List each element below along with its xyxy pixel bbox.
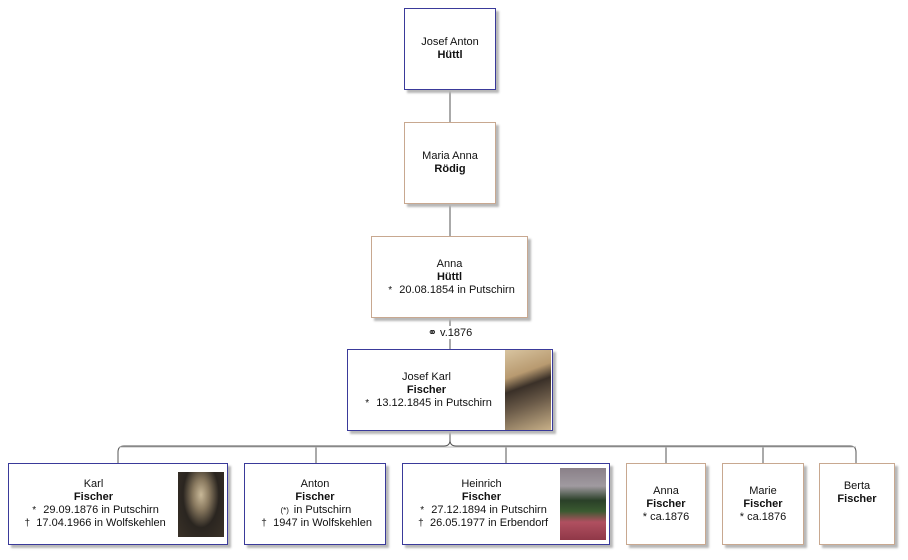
- death-info: 1947 in Wolfskehlen: [273, 517, 372, 529]
- surname: Fischer: [461, 491, 502, 503]
- birth-icon: *: [420, 505, 425, 516]
- given-name: Anna: [436, 257, 463, 270]
- birth-icon: *: [365, 397, 370, 409]
- birth-icon: *: [642, 510, 648, 523]
- surname: Fischer: [295, 491, 335, 503]
- given-name: Marie: [749, 484, 777, 497]
- surname: Fischer: [743, 497, 783, 510]
- marriage-label: ⚭ v.1876: [420, 326, 480, 339]
- marriage-date: v.1876: [440, 327, 473, 339]
- given-name: Berta: [843, 480, 871, 492]
- death-info: 17.04.1966 in Wolfskehlen: [36, 517, 166, 529]
- death-icon: †: [24, 518, 31, 529]
- surname: Fischer: [646, 497, 686, 510]
- surname: Rödig: [434, 163, 466, 175]
- surname: Fischer: [837, 493, 877, 505]
- surname: Hüttl: [437, 49, 463, 61]
- surname: Fischer: [406, 383, 447, 396]
- birth-info: 13.12.1845 in Putschirn: [376, 396, 492, 409]
- birth-icon: *: [32, 505, 37, 516]
- birth-icon: *: [739, 510, 745, 523]
- death-icon: †: [418, 518, 424, 529]
- birth-info: 20.08.1854 in Putschirn: [399, 283, 515, 296]
- given-name: Anton: [300, 478, 330, 490]
- marriage-rings-icon: ⚭: [427, 327, 437, 339]
- death-icon: †: [261, 518, 267, 529]
- birth-icon: *: [388, 284, 393, 296]
- birth-info: ca.1876: [650, 510, 690, 523]
- baptism-info: in Putschirn: [293, 504, 352, 516]
- given-name: Karl: [83, 478, 104, 490]
- given-name: Maria Anna: [422, 150, 478, 162]
- birth-info: 27.12.1894 in Putschirn: [431, 504, 547, 516]
- death-info: 26.05.1977 in Erbendorf: [430, 517, 549, 529]
- birth-info: 29.09.1876 in Putschirn: [43, 504, 159, 516]
- given-name: Josef Anton: [421, 36, 479, 48]
- given-name: Heinrich: [461, 478, 502, 490]
- surname: Fischer: [73, 491, 114, 503]
- person-photo[interactable]: [505, 350, 551, 430]
- given-name: Josef Karl: [402, 370, 451, 383]
- surname: Hüttl: [436, 270, 463, 283]
- birth-info: ca.1876: [747, 510, 787, 523]
- gravestone-photo[interactable]: [560, 468, 606, 540]
- person-photo[interactable]: [178, 471, 224, 537]
- given-name: Anna: [653, 484, 679, 497]
- baptism-icon: (*): [280, 506, 289, 515]
